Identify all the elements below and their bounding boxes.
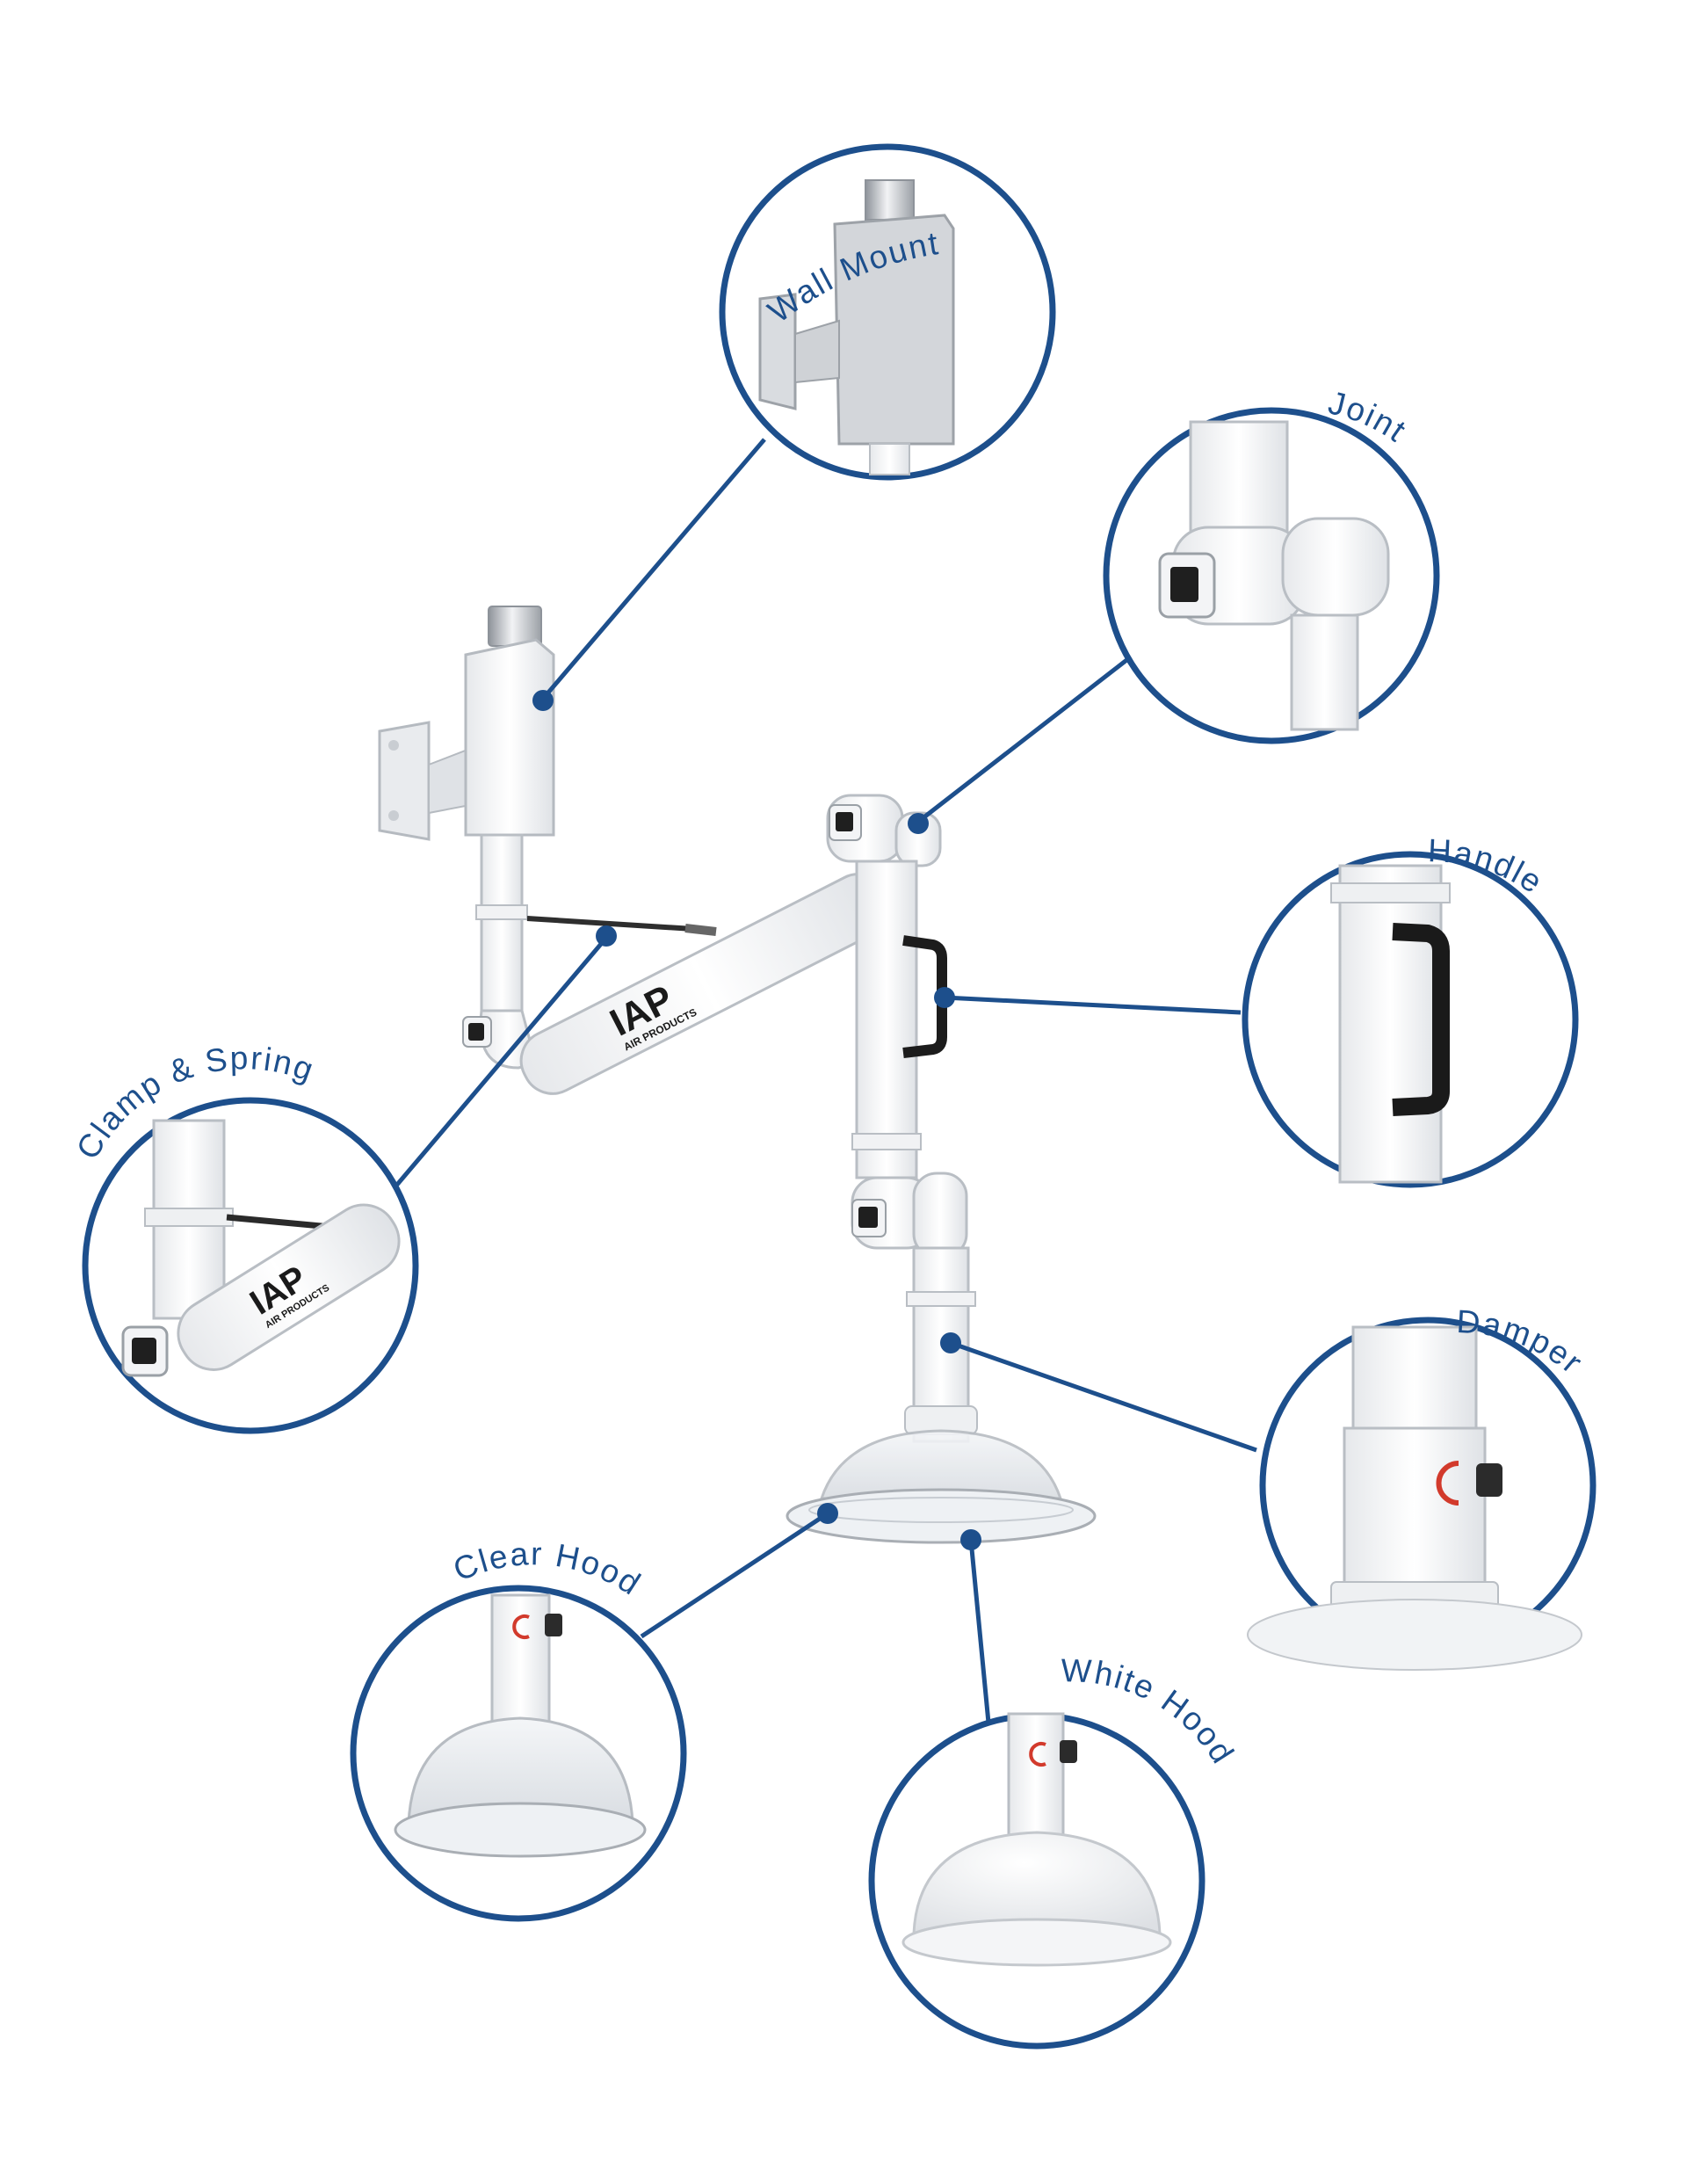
fume-arm-illustration: IAP AIR PRODUCTS — [378, 606, 1097, 1544]
wall-mount-detail — [758, 179, 955, 475]
spring-rod — [526, 916, 708, 932]
callout-wall-mount: Wall Mount — [532, 143, 1056, 711]
white-hood-detail — [901, 1712, 1172, 1967]
clear-hood-illustration — [786, 1429, 1097, 1544]
clamp-spring-detail: IAP AIR PRODUCTS — [121, 1119, 401, 1377]
callout-handle: Handle — [934, 832, 1579, 1188]
clear-hood-detail — [394, 1593, 647, 1858]
upper-pipe — [480, 833, 524, 1021]
wall-mount-box — [464, 638, 555, 837]
callout-clear-hood: Clear Hood — [350, 1503, 838, 1922]
forearm-pipe — [855, 860, 918, 1179]
callout-clamp-spring: IAP AIR PRODUCTS Clamp & Spring — [69, 925, 617, 1434]
upper-joint — [826, 794, 942, 867]
joint-detail — [1158, 420, 1390, 731]
lower-joint — [851, 1172, 968, 1259]
wall-plate — [378, 721, 475, 841]
callout-joint: Joint — [908, 384, 1440, 834]
callout-white-hood: White Hood — [868, 1529, 1240, 2050]
handle-detail — [1330, 864, 1451, 1184]
callout-damper: Damper — [940, 1303, 1596, 1671]
damper-detail — [1247, 1325, 1582, 1671]
